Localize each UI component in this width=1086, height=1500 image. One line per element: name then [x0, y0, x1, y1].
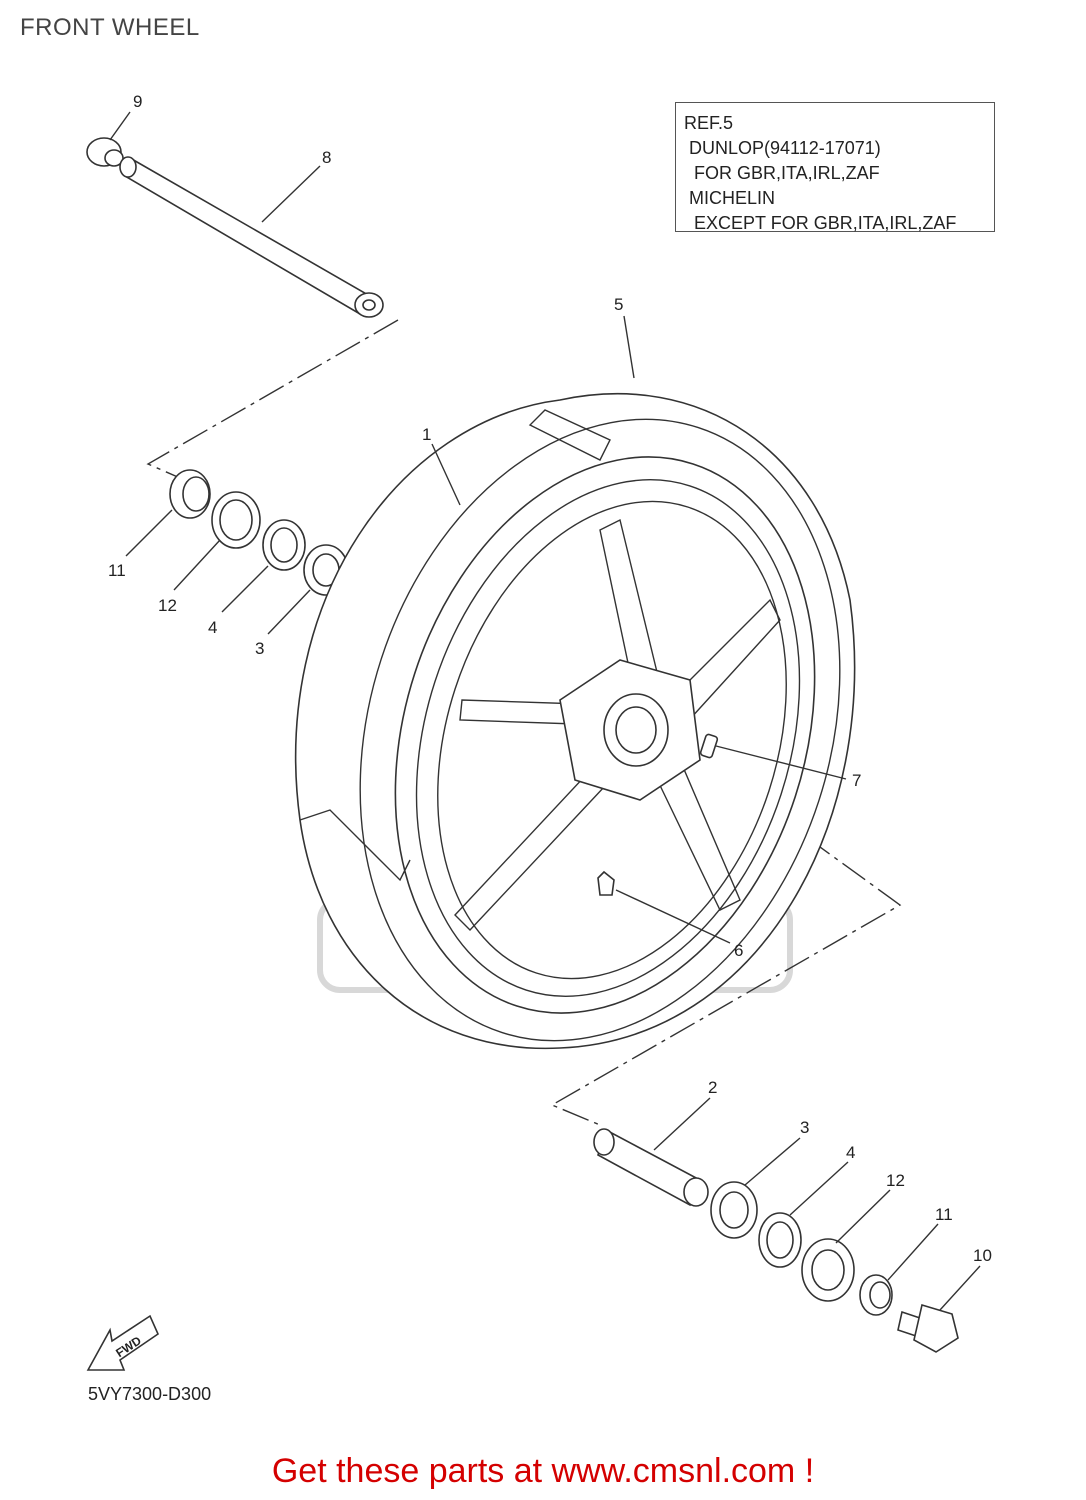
callout-label: 9 [133, 92, 142, 111]
callout-label: 5 [614, 295, 623, 314]
callout-label: 4 [846, 1143, 855, 1162]
callout-label: 2 [708, 1078, 717, 1097]
callout-label: 12 [158, 596, 177, 615]
ref-note-box: REF.5 DUNLOP(94112-17071) FOR GBR,ITA,IR… [675, 102, 995, 233]
callout-label: 10 [973, 1246, 992, 1265]
part-axle [119, 156, 384, 318]
callout-label: 4 [208, 618, 217, 637]
part-bearing-stack-left [169, 469, 349, 596]
part-wheel-and-tire [295, 392, 856, 1050]
footer-cta-link[interactable]: Get these parts at www.cmsnl.com ! [271, 1452, 815, 1490]
part-axle-bolt [897, 1303, 959, 1353]
exploded-parts-drawing: 9 8 5 1 11 12 4 3 7 6 2 3 4 12 11 10 FWD [86, 92, 992, 1371]
part-collar [86, 137, 124, 167]
part-bearing-stack-right [593, 1128, 893, 1316]
callout-label: 3 [255, 639, 264, 658]
callout-label: 1 [422, 425, 431, 444]
callout-label: 7 [852, 771, 861, 790]
callout-label: 11 [935, 1205, 953, 1224]
ref-note-line: EXCEPT FOR GBR,ITA,IRL,ZAF [684, 213, 957, 233]
callout-label: 6 [734, 941, 743, 960]
callout-label: 12 [886, 1171, 905, 1190]
callout-leader-lines [109, 111, 981, 1311]
callout-labels: 9 8 5 1 11 12 4 3 7 6 2 3 4 12 11 10 [108, 92, 992, 1265]
diagram-code: 5VY7300-D300 [88, 1384, 212, 1404]
ref-note-line: DUNLOP(94112-17071) [684, 138, 881, 158]
page-title: FRONT WHEEL [20, 14, 200, 41]
fwd-arrow-icon: FWD [86, 1314, 160, 1371]
ref-note-line: REF.5 [684, 113, 734, 133]
callout-label: 8 [322, 148, 331, 167]
ref-note-line: MICHELIN [684, 188, 776, 208]
callout-label: 11 [108, 561, 126, 580]
callout-label: 3 [800, 1118, 809, 1137]
ref-note-line: FOR GBR,ITA,IRL,ZAF [684, 163, 880, 183]
